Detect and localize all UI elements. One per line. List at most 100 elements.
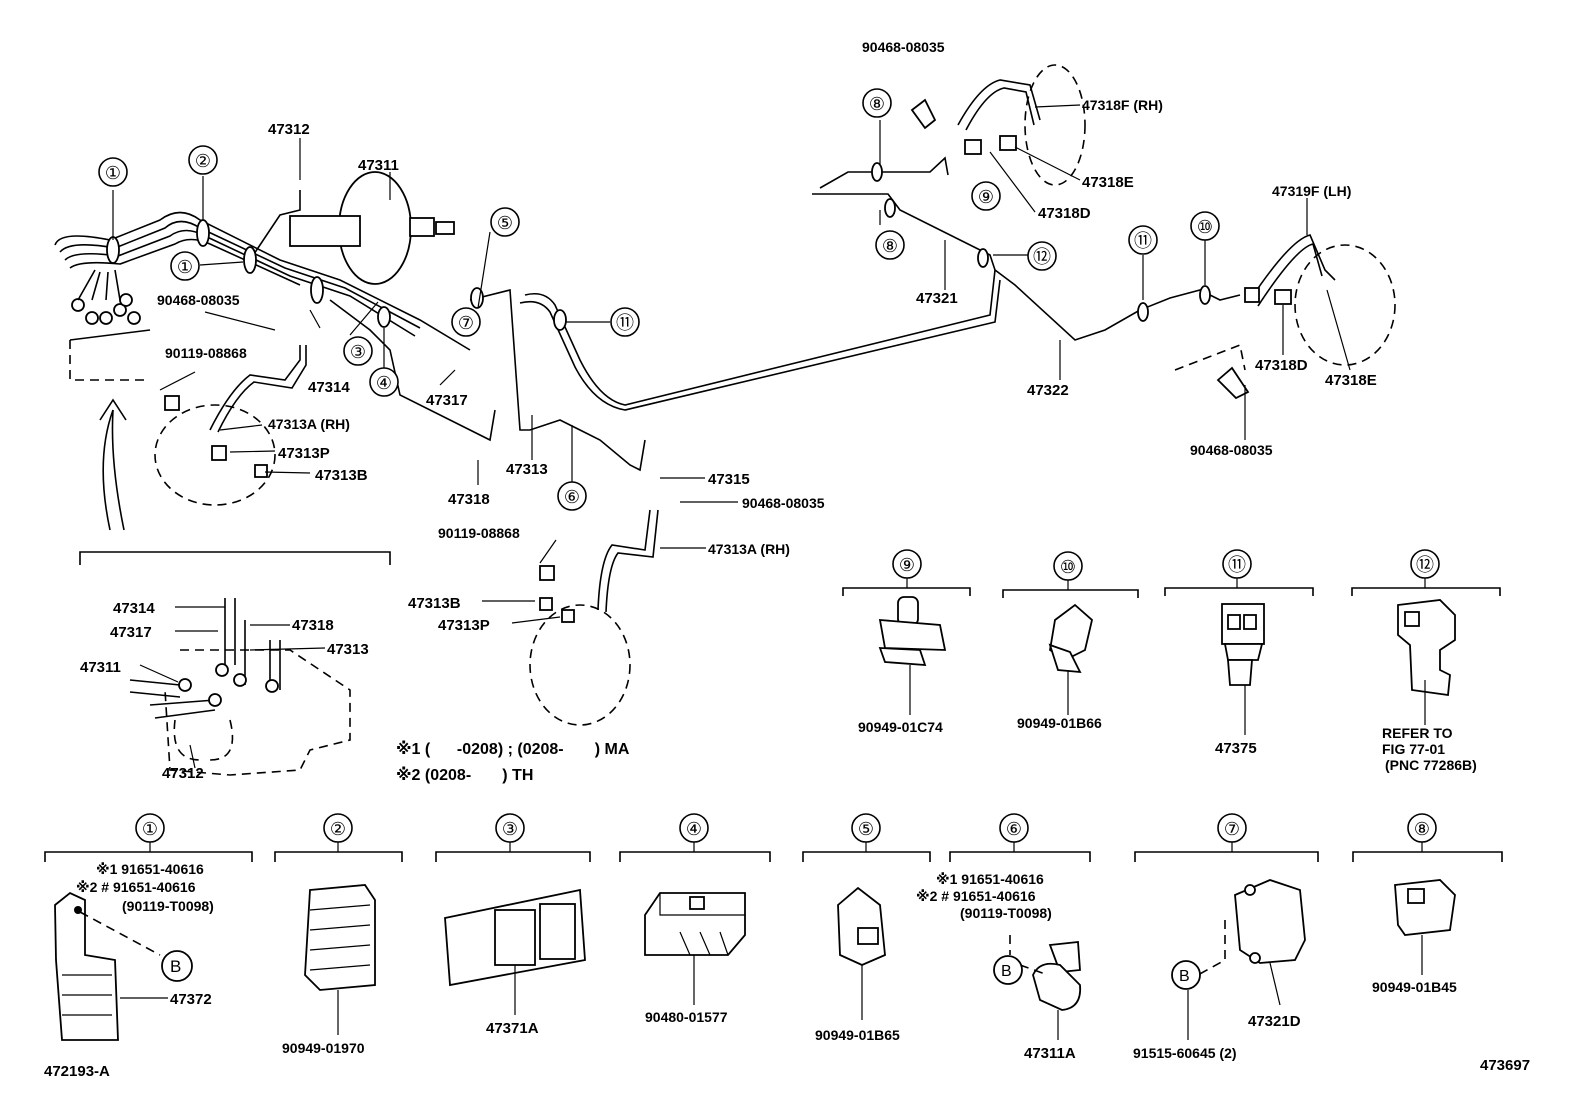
clip-3-part: 47371A xyxy=(486,1020,539,1037)
label-47311-top: 47311 xyxy=(358,157,399,174)
label-47313B-left: 47313B xyxy=(315,467,368,484)
clip-7-part-2: 47321D xyxy=(1248,1013,1301,1030)
inset-label-47313: 47313 xyxy=(327,641,369,658)
callout-6: ⑥ xyxy=(557,481,587,511)
label-47315: 47315 xyxy=(708,471,750,488)
clip-8-drawing xyxy=(1394,879,1456,975)
callout-10b: ⑩ xyxy=(1053,551,1083,581)
b-markers xyxy=(161,950,1201,990)
detail-labels: 90949-01C74 90949-01B66 47375 REFER TO F… xyxy=(44,715,1530,1080)
callout-10a: ⑩ xyxy=(1190,211,1220,241)
note-2: ※2 (0208- ) TH xyxy=(396,766,533,784)
callout-8b: ⑧ xyxy=(875,230,905,260)
clip-3-drawing xyxy=(444,888,586,1015)
inset-label-47317: 47317 xyxy=(110,624,152,641)
svg-text:④: ④ xyxy=(376,373,392,393)
svg-text:⑥: ⑥ xyxy=(564,487,580,507)
inset-leaders xyxy=(139,606,326,769)
clip-7-drawing xyxy=(1187,879,1306,1040)
clip-12-drawing xyxy=(1397,599,1456,725)
clip-11-part: 47375 xyxy=(1215,740,1257,757)
callout-9a: ⑨ xyxy=(971,181,1001,211)
svg-text:⑫: ⑫ xyxy=(1416,555,1434,575)
inset-bracket xyxy=(79,551,391,565)
clip-1-drawing xyxy=(54,891,168,1041)
label-47313: 47313 xyxy=(506,461,548,478)
svg-text:⑤: ⑤ xyxy=(858,819,874,839)
label-47318D-right: 47318D xyxy=(1255,357,1308,374)
svg-text:⑩: ⑩ xyxy=(1197,217,1213,237)
label-47313A-mid: 47313A (RH) xyxy=(708,541,790,557)
callout-5: ⑤ xyxy=(490,207,520,237)
label-90468-right: 90468-08035 xyxy=(1190,442,1273,458)
clip-1-note-1: ※1 91651-40616 xyxy=(96,861,204,877)
label-47313B-mid: 47313B xyxy=(408,595,461,612)
label-47313A-left: 47313A (RH) xyxy=(268,416,350,432)
svg-text:⑦: ⑦ xyxy=(1224,819,1240,839)
callout-8a: ⑧ xyxy=(862,88,892,118)
svg-text:①: ① xyxy=(105,163,121,183)
inset-label-47312: 47312 xyxy=(162,765,204,782)
clip-6-note-3: (90119-T0098) xyxy=(960,905,1052,921)
clip-2-part: 90949-01970 xyxy=(282,1040,365,1056)
callout-3b: ③ xyxy=(495,813,525,843)
callout-7: ⑦ xyxy=(451,307,481,337)
callout-4: ④ xyxy=(369,367,399,397)
svg-text:⑧: ⑧ xyxy=(882,236,898,256)
svg-text:⑤: ⑤ xyxy=(497,213,513,233)
label-47319F: 47319F (LH) xyxy=(1272,183,1351,199)
clip-12-ref-2: FIG 77-01 xyxy=(1382,741,1445,757)
clip-1-note-3: (90119-T0098) xyxy=(122,898,214,914)
part-labels: 47312 47311 90468-08035 90119-08868 4731… xyxy=(157,39,1377,634)
b-marker-text-3: B xyxy=(1179,968,1190,985)
callout-6b: ⑥ xyxy=(999,813,1029,843)
note-1: ※1 ( -0208) ; (0208- ) MA xyxy=(396,740,630,758)
label-47322: 47322 xyxy=(1027,382,1069,399)
notes: ※1 ( -0208) ; (0208- ) MA ※2 (0208- ) TH xyxy=(396,740,630,784)
callout-9b: ⑨ xyxy=(892,549,922,579)
callout-7b: ⑦ xyxy=(1217,813,1247,843)
clip-7-part: 91515-60645 (2) xyxy=(1133,1045,1237,1061)
clip-1-part: 47372 xyxy=(170,991,212,1008)
label-47318D-top: 47318D xyxy=(1038,205,1091,222)
svg-text:⑩: ⑩ xyxy=(1060,557,1076,577)
label-47317: 47317 xyxy=(426,392,468,409)
clip-2-drawing xyxy=(304,884,376,1035)
front-hose-right xyxy=(529,509,659,726)
clip-6-note-2: ※2 # 91651-40616 xyxy=(916,888,1036,904)
clip-4-part: 90480-01577 xyxy=(645,1009,728,1025)
svg-text:⑨: ⑨ xyxy=(899,555,915,575)
callout-4b: ④ xyxy=(679,813,709,843)
svg-text:②: ② xyxy=(195,151,211,171)
svg-text:②: ② xyxy=(330,819,346,839)
label-90119-left: 90119-08868 xyxy=(165,345,247,361)
detail-arrow xyxy=(99,398,127,531)
callout-11b: ⑪ xyxy=(1128,225,1158,255)
label-47312-top: 47312 xyxy=(268,121,310,138)
label-47313P-mid: 47313P xyxy=(438,617,490,634)
figure-id-right: 473697 xyxy=(1480,1057,1530,1074)
inset-actuator xyxy=(129,598,351,776)
callout-3: ③ xyxy=(343,336,373,366)
label-47318F: 47318F (RH) xyxy=(1082,97,1163,113)
callouts: ① ② ① ③ ④ ⑤ ⑦ ⑪ ⑥ ⑧ ⑨ ⑧ ⑫ ⑪ ⑩ ⑨ ⑩ ⑪ ⑫ ① … xyxy=(98,88,1440,843)
svg-text:⑪: ⑪ xyxy=(616,313,634,333)
callout-1c: ① xyxy=(135,813,165,843)
clip-6-note-1: ※1 91651-40616 xyxy=(936,871,1044,887)
inset-label-47318: 47318 xyxy=(292,617,334,634)
abs-actuator xyxy=(69,293,151,381)
b-marker-text-1: B xyxy=(170,957,181,976)
label-47318E-top: 47318E xyxy=(1082,174,1134,191)
callout-5b: ⑤ xyxy=(851,813,881,843)
callout-12b: ⑫ xyxy=(1410,549,1440,579)
label-47318E-right: 47318E xyxy=(1325,372,1377,389)
label-90468-mid: 90468-08035 xyxy=(742,495,825,511)
svg-text:③: ③ xyxy=(350,342,366,362)
svg-text:⑪: ⑪ xyxy=(1134,231,1152,251)
clip-12-ref-3: (PNC 77286B) xyxy=(1385,757,1477,773)
front-hose-left xyxy=(154,345,307,506)
svg-text:①: ① xyxy=(142,819,158,839)
brake-tube-rear xyxy=(519,156,1241,411)
figure-id-left: 472193-A xyxy=(44,1063,110,1080)
